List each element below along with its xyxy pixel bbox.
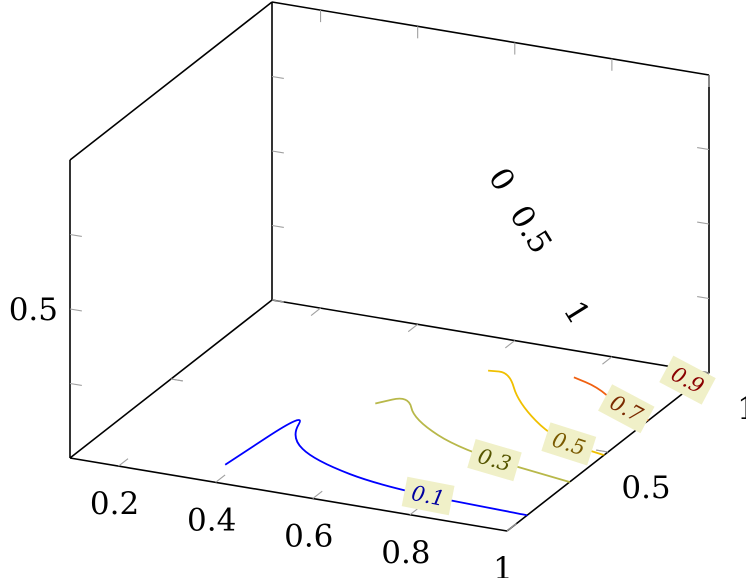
back-wall-label-1: 1 <box>556 295 597 331</box>
x-axis-front <box>69 457 508 532</box>
x-tick-label-2: 0.6 <box>284 519 333 555</box>
contour-label-bg <box>541 422 597 466</box>
z-tick-front-2 <box>69 233 82 238</box>
tick-marks <box>69 10 710 532</box>
x-tick-back-1 <box>407 323 419 333</box>
z-tick-back-left-0 <box>271 224 284 229</box>
back-wall-label-05: 0.5 <box>502 199 559 260</box>
z-tick-back-left-1 <box>271 150 284 154</box>
top-edge-back <box>271 1 710 76</box>
back-wall-label-0: 0 <box>481 162 522 198</box>
y-tick-label-0: 0.5 <box>621 470 670 506</box>
z-tick-label-0: 0.5 <box>9 292 58 328</box>
x-tick-back-2 <box>504 340 516 349</box>
contour-label-0.5: 0.5 <box>541 422 597 466</box>
x-tick-front-1 <box>215 474 226 483</box>
z-tick-back-right-0 <box>697 295 710 300</box>
contour-label-bg <box>598 384 655 434</box>
contour-label-text: 0.5 <box>549 427 588 460</box>
x-axis-back <box>271 299 710 374</box>
x-tick-front-4 <box>506 523 517 532</box>
contour-label-bg <box>467 438 522 482</box>
z-tick-back-right-2 <box>697 146 710 151</box>
contour-label-0.7: 0.7 <box>598 384 655 434</box>
x-tick-back-0 <box>310 307 321 316</box>
y-tick-label-1: 1 <box>737 391 746 427</box>
z-tick-back-left-2 <box>271 75 284 80</box>
z-tick-back-right-1 <box>697 221 710 225</box>
top-edge-left <box>69 1 273 161</box>
contour-line-0.1 <box>224 419 529 517</box>
contour-label-0.9: 0.9 <box>659 355 716 405</box>
contour-line-0.3 <box>375 397 571 483</box>
y-tick-right-2 <box>596 449 609 453</box>
x-tick-front-2 <box>312 490 323 499</box>
x-tick-label-4: 1 <box>493 551 513 578</box>
contour-label-bg <box>401 476 455 516</box>
z-tick-front-1 <box>69 308 82 312</box>
x-tick-front-0 <box>118 458 129 467</box>
x-tick-label-1: 0.4 <box>187 502 236 538</box>
y-tick-left-1 <box>271 299 284 303</box>
x-tick-back-3 <box>602 356 613 365</box>
contour-label-0.3: 0.3 <box>467 438 522 482</box>
axes-box <box>69 1 710 532</box>
y-tick-left-2 <box>170 378 183 382</box>
contour-lines: 0.1 0.3 0.5 0.70.9 <box>224 355 716 517</box>
contour-label-bg <box>659 355 716 405</box>
tick-labels: 0.20.40.60.810.510.500.51 <box>9 162 746 578</box>
x-tick-label-0: 0.2 <box>90 486 139 522</box>
x-tick-label-3: 0.8 <box>381 535 430 571</box>
contour-label-0.1: 0.1 <box>401 476 455 516</box>
z-tick-front-0 <box>69 382 82 387</box>
